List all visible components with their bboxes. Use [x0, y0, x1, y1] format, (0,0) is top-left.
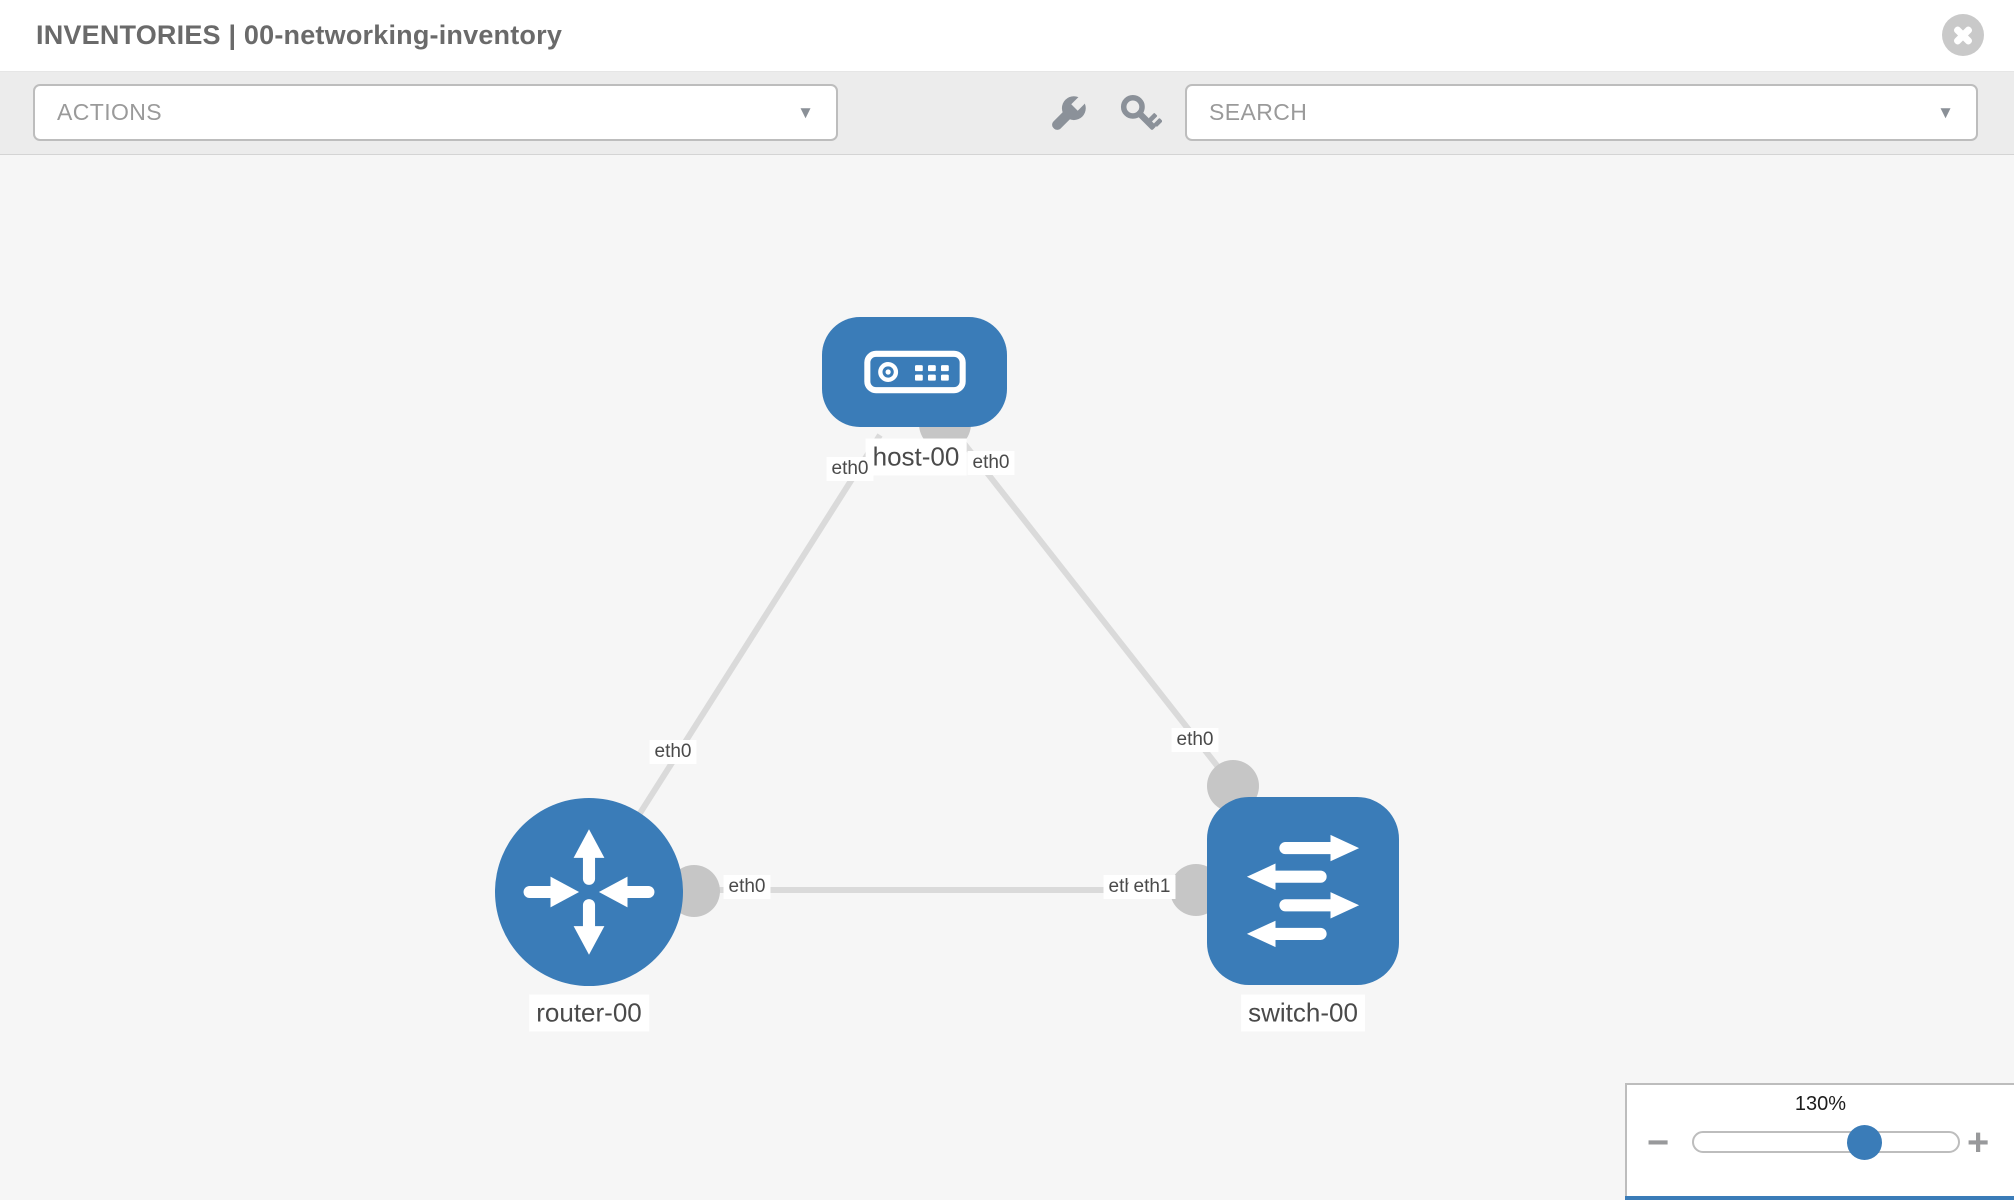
panel-header: INVENTORIES | 00-networking-inventory — [0, 0, 2014, 72]
zoom-slider-handle[interactable] — [1847, 1125, 1882, 1160]
node-label-router: router-00 — [529, 994, 649, 1032]
iface-label-switch-host-mid: eth0 — [1171, 728, 1219, 752]
zoom-in-button[interactable]: + — [1967, 1122, 1990, 1164]
router-icon — [523, 829, 655, 955]
iface-label-host-right: eth0 — [967, 451, 1015, 475]
wrench-icon — [1052, 95, 1087, 130]
zoom-level-value: 130% — [1794, 1093, 1847, 1115]
node-switch-00[interactable] — [1207, 797, 1399, 985]
zoom-out-button[interactable]: − — [1647, 1122, 1670, 1164]
link-host-switch — [952, 430, 1236, 788]
actions-dropdown[interactable]: ACTIONS ▼ — [33, 84, 838, 141]
search-placeholder: SEARCH — [1209, 99, 1308, 125]
iface-label-router-switch-router-end: eth0 — [723, 875, 771, 899]
credentials-button[interactable] — [1118, 92, 1163, 136]
host-icon — [863, 350, 966, 394]
zoom-control-panel: 130% − + — [1625, 1083, 2014, 1196]
iface-label-host-left: eth0 — [826, 457, 874, 481]
chevron-down-icon: ▼ — [1937, 103, 1954, 122]
configure-button[interactable] — [1046, 92, 1090, 136]
topology-canvas[interactable]: host-00 router-00 switch-00 eth0 eth0 et… — [0, 155, 2014, 1200]
page-title: INVENTORIES | 00-networking-inventory — [36, 20, 563, 50]
close-button[interactable] — [1942, 14, 1984, 56]
iface-label-router-switch-switch-end-front: eth1 — [1128, 875, 1176, 899]
search-dropdown[interactable]: SEARCH ▼ — [1185, 84, 1978, 141]
actions-dropdown-label: ACTIONS — [57, 99, 163, 125]
toolbar: ACTIONS ▼ SEARCH ▼ — [0, 72, 2014, 155]
zoom-slider-track[interactable] — [1692, 1131, 1960, 1153]
iface-label-router-host-mid: eth0 — [649, 740, 697, 764]
chevron-down-icon: ▼ — [797, 103, 814, 122]
key-icon — [1120, 94, 1163, 130]
node-host-00[interactable] — [822, 317, 1007, 427]
topology-links-layer — [587, 398, 1259, 917]
key-legend-bar[interactable] — [1625, 1196, 2014, 1200]
node-label-host: host-00 — [865, 438, 967, 476]
node-label-switch: switch-00 — [1241, 994, 1365, 1032]
switch-icon — [1246, 834, 1360, 948]
node-router-00[interactable] — [495, 798, 683, 986]
